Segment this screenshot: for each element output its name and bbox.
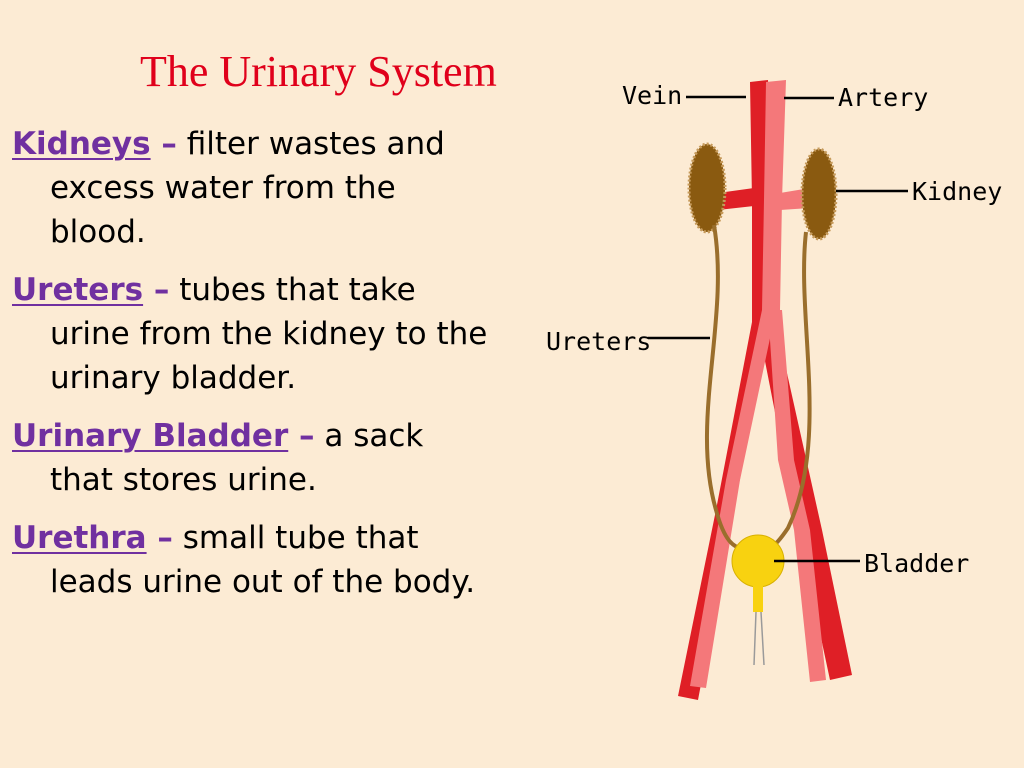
left-kidney [687, 142, 727, 234]
dash: – [150, 126, 177, 162]
dash: – [288, 418, 315, 454]
definition-kidneys: Kidneys – filter wastes and excess water… [12, 122, 492, 254]
artery-trunk [762, 80, 786, 310]
artery-right-iliac [768, 310, 826, 682]
term-kidneys: Kidneys [12, 126, 151, 162]
definition-urethra: Urethra – small tube that leads urine ou… [12, 516, 492, 604]
definition-text: small tube that leads urine out of the b… [50, 520, 476, 600]
artery-label: Artery [838, 83, 928, 112]
definition-urinary-bladder: Urinary Bladder – a sack that stores uri… [12, 414, 492, 502]
left-ureter [704, 224, 747, 551]
vein-left-renal-branch [718, 188, 754, 210]
page-title: The Urinary System [140, 47, 497, 96]
definition-text: tubes that take urine from the kidney to… [50, 272, 488, 396]
definition-text: a sack that stores urine. [50, 418, 424, 498]
leader-lines [648, 95, 908, 563]
bladder-label: Bladder [864, 549, 969, 578]
artery-left-iliac [690, 310, 776, 688]
dash: – [143, 272, 170, 308]
definitions-list: Kidneys – filter wastes and excess water… [12, 122, 492, 618]
urinary-system-diagram: Vein Artery Kidney Ureters Bladder [546, 80, 1002, 700]
dash: – [146, 520, 173, 556]
definition-text: filter wastes and excess water from the … [50, 126, 445, 250]
term-urinary-bladder: Urinary Bladder [12, 418, 289, 454]
urethra [753, 611, 765, 666]
term-urethra: Urethra [12, 520, 147, 556]
vein-label: Vein [622, 81, 682, 110]
ureters-label: Ureters [546, 327, 651, 356]
right-ureter [768, 231, 812, 550]
kidney-label: Kidney [912, 177, 1002, 206]
term-ureters: Ureters [12, 272, 144, 308]
right-kidney [800, 147, 838, 241]
vein-right-iliac [756, 315, 852, 680]
definition-ureters: Ureters – tubes that take urine from the… [12, 268, 492, 400]
bladder-neck [753, 584, 763, 612]
